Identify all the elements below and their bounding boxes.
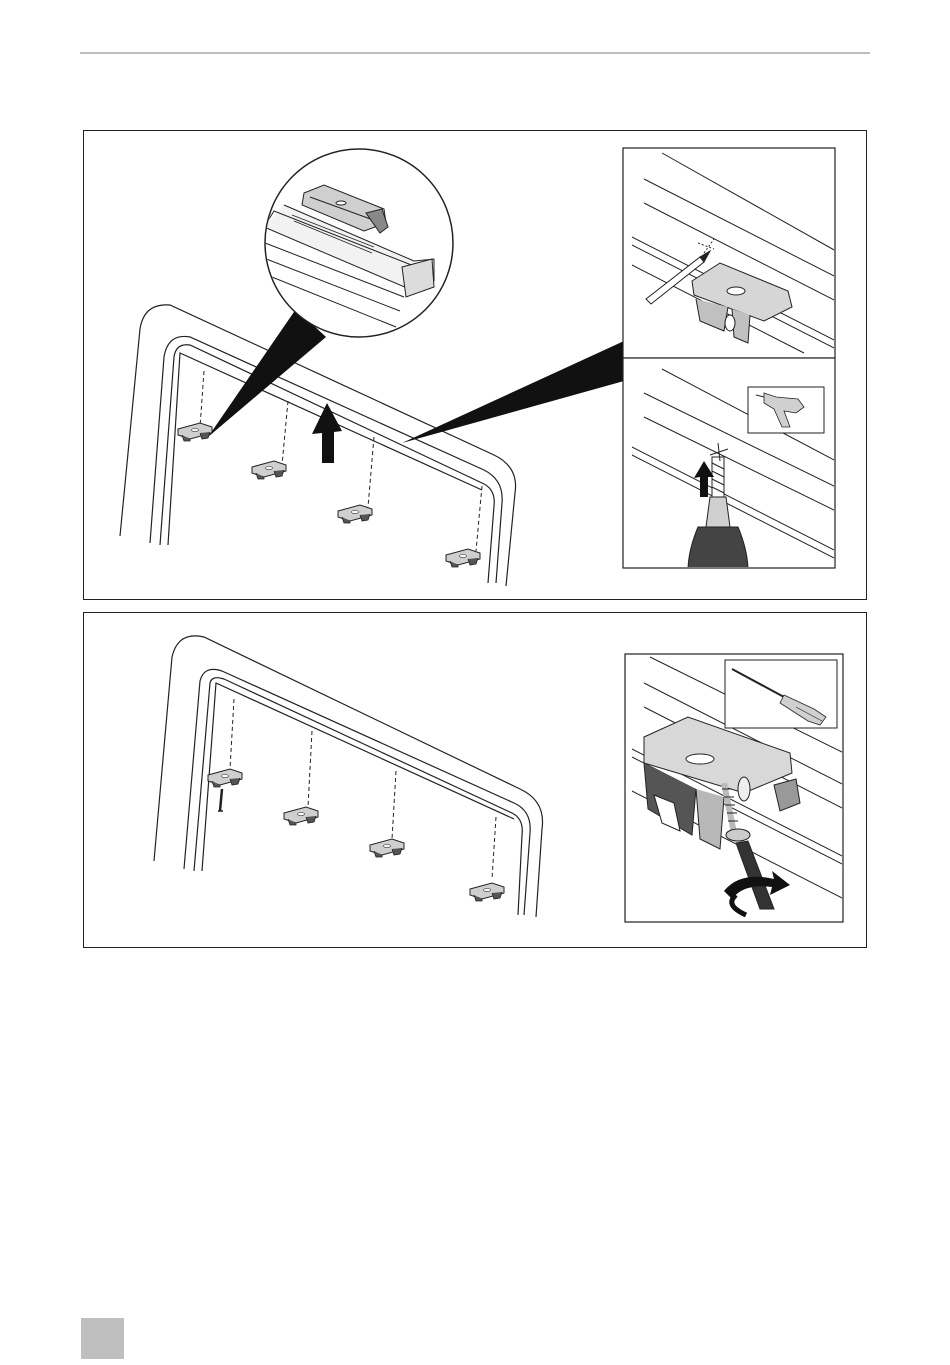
bracket-2 xyxy=(284,807,318,825)
window-frame xyxy=(120,305,516,586)
screwdriver-icon xyxy=(725,660,837,728)
figure-2-drawing xyxy=(84,613,868,949)
bracket-2 xyxy=(252,461,286,479)
screw-icon xyxy=(218,789,223,811)
zoom-pointer xyxy=(208,309,326,437)
figure-mount-brackets xyxy=(83,130,867,600)
bracket-3 xyxy=(370,839,404,857)
bracket-3 xyxy=(338,505,372,523)
detail-screw-tighten xyxy=(625,654,844,922)
detail-pointer xyxy=(402,341,624,443)
bracket-1 xyxy=(178,423,212,441)
arrow-up-icon xyxy=(312,403,342,463)
zoom-detail-circle xyxy=(252,149,453,337)
figure-screw-brackets xyxy=(83,612,867,948)
figure-1-drawing xyxy=(84,131,868,601)
detail-drill-hole xyxy=(623,358,836,571)
bracket-4 xyxy=(470,883,504,901)
header-rule xyxy=(80,52,870,54)
bracket-1 xyxy=(208,769,242,787)
detail-mark-hole xyxy=(623,148,836,358)
page-marker-tab xyxy=(81,1318,124,1359)
bracket-4 xyxy=(446,549,480,567)
drill-icon xyxy=(748,387,824,433)
bracket-guides xyxy=(230,699,496,879)
